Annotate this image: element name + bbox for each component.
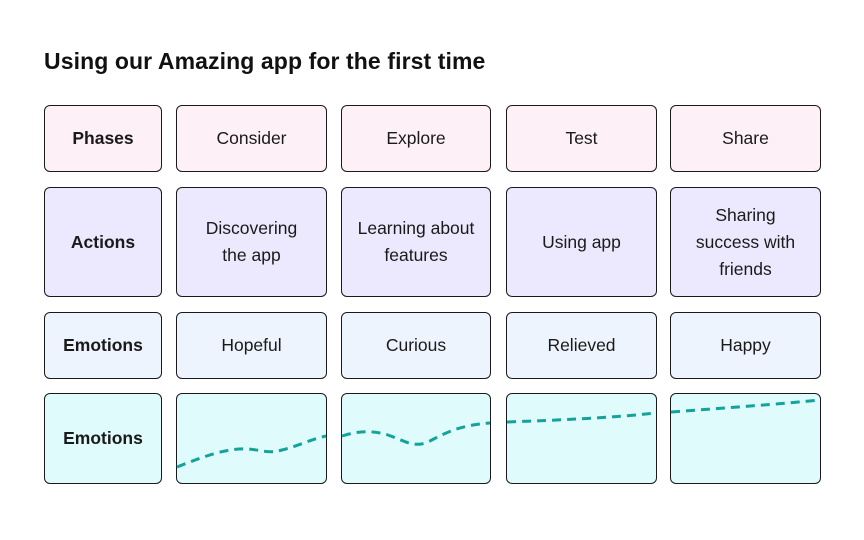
phase-cell-consider: Consider <box>176 105 327 172</box>
row-header-emotion-curve: Emotions <box>44 393 162 484</box>
phase-cell-explore: Explore <box>341 105 491 172</box>
action-cell-using: Using app <box>506 187 657 297</box>
row-header-actions: Actions <box>44 187 162 297</box>
emotion-cell-happy: Happy <box>670 312 821 379</box>
curve-cell-test <box>506 393 657 484</box>
curve-cell-consider <box>176 393 327 484</box>
action-cell-learning: Learning about features <box>341 187 491 297</box>
page-title: Using our Amazing app for the first time <box>44 48 486 74</box>
curve-cell-share <box>670 393 821 484</box>
row-header-phases: Phases <box>44 105 162 172</box>
row-header-emotions: Emotions <box>44 312 162 379</box>
emotion-cell-relieved: Relieved <box>506 312 657 379</box>
emotion-cell-hopeful: Hopeful <box>176 312 327 379</box>
emotion-cell-curious: Curious <box>341 312 491 379</box>
action-cell-sharing: Sharing success with friends <box>670 187 821 297</box>
action-cell-discovering: Discovering the app <box>176 187 327 297</box>
curve-cell-explore <box>341 393 491 484</box>
phase-cell-test: Test <box>506 105 657 172</box>
phase-cell-share: Share <box>670 105 821 172</box>
